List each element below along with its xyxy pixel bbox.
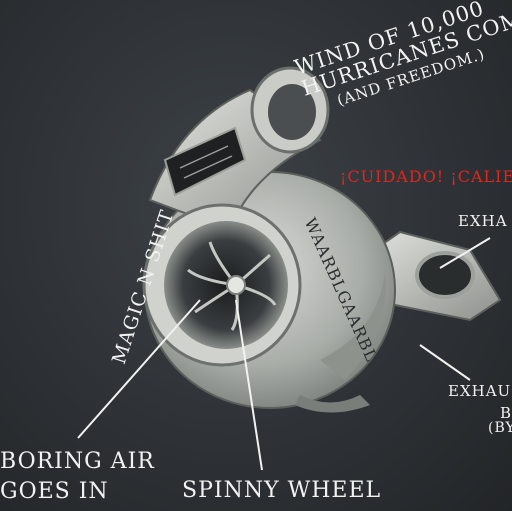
exhaust-top-label: EXHA bbox=[458, 212, 508, 230]
boring-air-label: BORING AIR GOES IN bbox=[0, 447, 155, 507]
cuidado-warning: ¡CUIDADO! ¡CALIEN bbox=[340, 167, 512, 186]
boring-line1: BORING AIR bbox=[0, 449, 155, 474]
boring-line2: GOES IN bbox=[0, 479, 109, 504]
callout-lines bbox=[77, 237, 491, 471]
data-plate-icon bbox=[163, 126, 247, 197]
compressor-inlet bbox=[142, 203, 302, 367]
by-fragment: (BY bbox=[488, 420, 512, 436]
spinny-wheel-label: SPINNY WHEEL bbox=[182, 478, 382, 503]
b-fragment: B bbox=[500, 404, 512, 422]
exhaust-bottom-label: EXHAU bbox=[448, 382, 512, 400]
